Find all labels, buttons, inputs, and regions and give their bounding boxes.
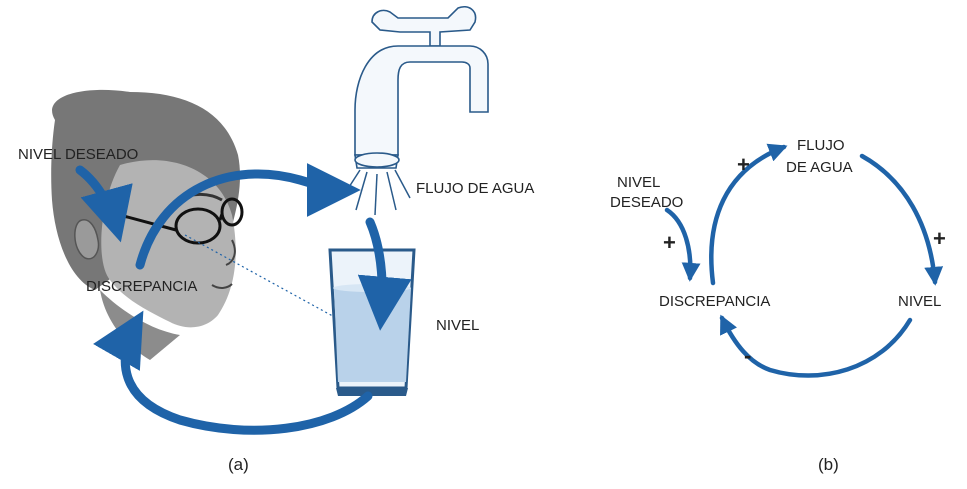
label-flujo-b-line1: FLUJO <box>797 137 845 154</box>
arrow-discrepancia-to-flujo <box>135 162 361 270</box>
arrow-flujo-to-nivel <box>357 217 412 331</box>
faucet-icon <box>354 6 489 169</box>
label-discrepancia-b: DISCREPANCIA <box>659 293 770 310</box>
panel-b: NIVEL DESEADO FLUJO DE AGUA DISCREPANCIA… <box>610 137 946 474</box>
sign-nivel-to-discrepancia: - <box>744 343 751 368</box>
panel-b-loop-arrows <box>664 143 944 378</box>
label-nivel-deseado-a: NIVEL DESEADO <box>18 146 138 163</box>
label-nivel-b: NIVEL <box>898 293 941 310</box>
sign-flujo-to-nivel: + <box>933 226 946 251</box>
caption-a: (a) <box>228 455 249 474</box>
sign-discrepancia-to-flujo: + <box>737 152 750 177</box>
label-flujo-de-agua-a: FLUJO DE AGUA <box>416 180 534 197</box>
arrow-b-flujo-to-nivel <box>859 153 944 286</box>
label-flujo-b-line2: DE AGUA <box>786 159 853 176</box>
sign-deseado-to-discrepancia: + <box>663 230 676 255</box>
arrow-b-deseado-to-discrepancia <box>664 207 701 282</box>
label-nivel-a: NIVEL <box>436 317 479 334</box>
label-discrepancia-a: DISCREPANCIA <box>86 278 197 295</box>
arrow-nivel-to-discrepancia <box>93 310 373 435</box>
arrow-b-nivel-to-discrepancia <box>719 314 913 378</box>
label-nivel-deseado-b-line2: DESEADO <box>610 194 683 211</box>
label-nivel-deseado-b-line1: NIVEL <box>617 174 660 191</box>
person-head-illustration <box>51 89 244 360</box>
panel-a-loop-arrows <box>75 162 412 435</box>
arrow-b-discrepancia-to-flujo <box>709 143 788 286</box>
arrow-deseado-to-discrepancia <box>75 165 133 243</box>
panel-a: NIVEL DESEADO DISCREPANCIA FLUJO DE AGUA… <box>18 6 534 474</box>
glass-icon <box>328 248 416 396</box>
caption-b: (b) <box>818 455 839 474</box>
